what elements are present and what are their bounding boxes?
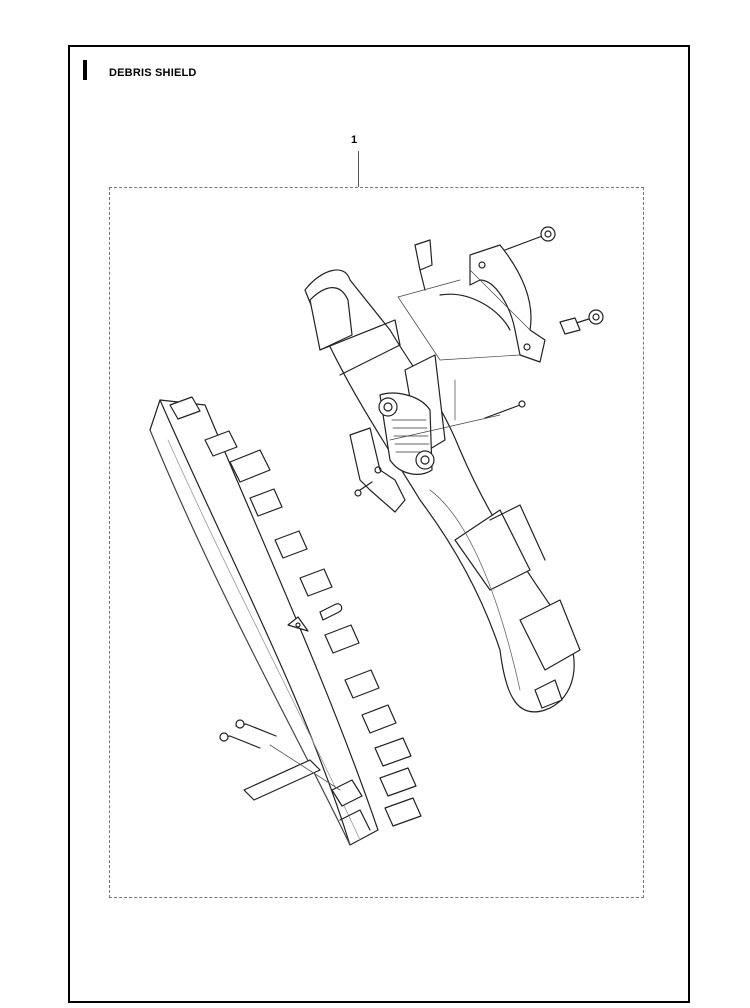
handle-shield-body xyxy=(304,269,581,713)
curved-debris-shield xyxy=(149,396,422,846)
side-bracket xyxy=(349,427,406,513)
top-screws xyxy=(414,226,604,419)
clamp-bracket xyxy=(439,244,546,363)
triangle-marker xyxy=(287,616,309,632)
page-frame xyxy=(68,45,690,1003)
shield-slots xyxy=(169,396,422,827)
callout-leader-line xyxy=(358,151,359,187)
kit-boundary-box xyxy=(109,187,644,898)
bottom-screws xyxy=(219,719,341,801)
section-marker xyxy=(83,60,87,80)
section-title: DEBRIS SHIELD xyxy=(109,67,197,79)
callout-number: 1 xyxy=(351,134,358,146)
assembly-leader-lines xyxy=(389,269,531,441)
